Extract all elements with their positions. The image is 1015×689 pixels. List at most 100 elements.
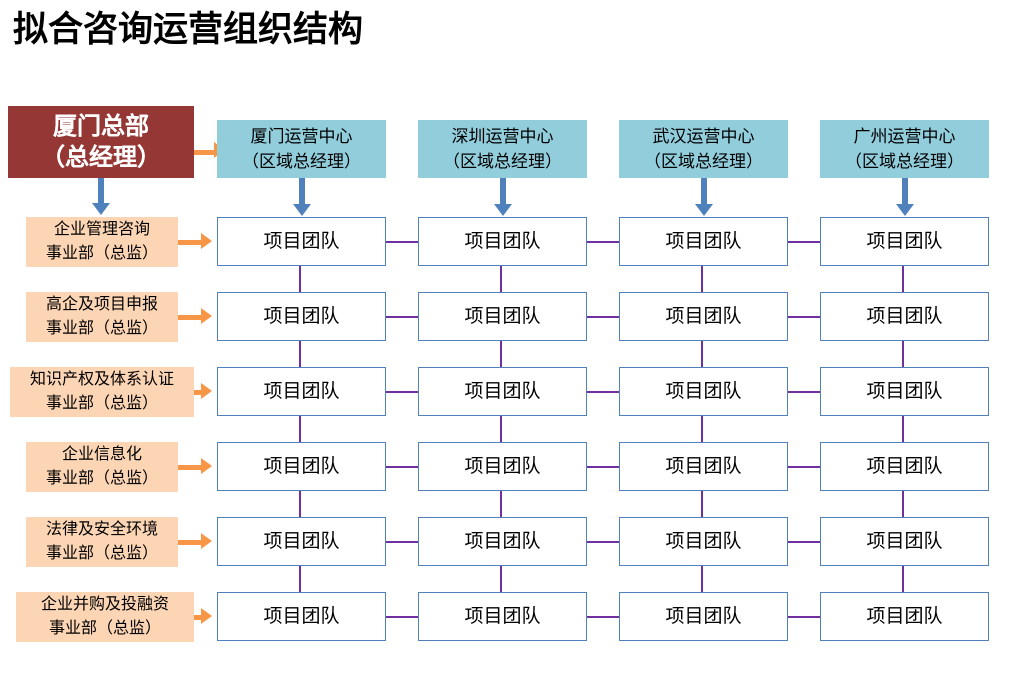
team-vertical-link (500, 266, 502, 292)
department-box-2[interactable]: 高企及项目申报 事业部（总监） (26, 292, 178, 342)
department-line-1: 法律及安全环境 (45, 521, 158, 538)
region-box-guangzhou[interactable]: 广州运营中心 （区域总经理） (820, 120, 989, 178)
team-box[interactable]: 项目团队 (418, 292, 587, 341)
team-horizontal-link (386, 541, 418, 543)
headquarters-line-1: 厦门总部 (53, 113, 149, 140)
team-label: 项目团队 (464, 380, 541, 402)
team-horizontal-link (788, 616, 820, 618)
department-box-1[interactable]: 企业管理咨询 事业部（总监） (26, 217, 178, 267)
team-label: 项目团队 (866, 380, 943, 402)
region-to-team-arrow-shaft (902, 178, 908, 205)
team-horizontal-link (788, 466, 820, 468)
team-vertical-link (701, 491, 703, 517)
department-line-1: 企业信息化 (61, 446, 142, 463)
team-vertical-link (902, 491, 904, 517)
team-box[interactable]: 项目团队 (217, 292, 386, 341)
team-box[interactable]: 项目团队 (619, 367, 788, 416)
team-label: 项目团队 (665, 380, 742, 402)
team-label: 项目团队 (263, 230, 340, 252)
down-arrow-icon (293, 204, 311, 216)
hq-to-region-arrow-shaft (194, 150, 216, 155)
region-box-xiamen[interactable]: 厦门运营中心 （区域总经理） (217, 120, 386, 178)
department-box-3[interactable]: 知识产权及体系认证 事业部（总监） (10, 367, 194, 417)
department-box-5[interactable]: 法律及安全环境 事业部（总监） (26, 517, 178, 567)
team-box[interactable]: 项目团队 (820, 592, 989, 641)
team-box[interactable]: 项目团队 (418, 367, 587, 416)
region-line-2: （区域总经理） (242, 152, 361, 171)
team-box[interactable]: 项目团队 (217, 367, 386, 416)
page-title: 拟合咨询运营组织结构 (13, 10, 364, 49)
region-to-team-arrow-shaft (701, 178, 707, 205)
team-vertical-link (299, 566, 301, 592)
team-horizontal-link (587, 241, 619, 243)
department-line-1: 企业并购及投融资 (40, 596, 169, 613)
hq-to-department-arrow-shaft (98, 178, 104, 204)
team-label: 项目团队 (665, 230, 742, 252)
team-horizontal-link (788, 241, 820, 243)
team-box[interactable]: 项目团队 (418, 592, 587, 641)
team-box[interactable]: 项目团队 (217, 517, 386, 566)
team-label: 项目团队 (464, 230, 541, 252)
team-box[interactable]: 项目团队 (820, 517, 989, 566)
team-box[interactable]: 项目团队 (217, 442, 386, 491)
down-arrow-icon (494, 204, 512, 216)
department-line-1: 高企及项目申报 (45, 296, 158, 313)
headquarters-line-2: （总经理） (41, 144, 161, 171)
team-box[interactable]: 项目团队 (820, 217, 989, 266)
down-arrow-icon (896, 204, 914, 216)
team-label: 项目团队 (866, 605, 943, 627)
team-horizontal-link (587, 391, 619, 393)
team-vertical-link (701, 566, 703, 592)
region-line-2: （区域总经理） (845, 152, 964, 171)
region-line-2: （区域总经理） (644, 152, 763, 171)
team-box[interactable]: 项目团队 (217, 592, 386, 641)
department-to-team-arrow-shaft (178, 240, 203, 245)
team-label: 项目团队 (263, 305, 340, 327)
team-box[interactable]: 项目团队 (418, 517, 587, 566)
team-box[interactable]: 项目团队 (619, 517, 788, 566)
team-horizontal-link (386, 316, 418, 318)
team-label: 项目团队 (263, 380, 340, 402)
department-box-6[interactable]: 企业并购及投融资 事业部（总监） (16, 592, 194, 642)
team-box[interactable]: 项目团队 (418, 217, 587, 266)
team-vertical-link (500, 416, 502, 442)
team-horizontal-link (587, 541, 619, 543)
team-label: 项目团队 (866, 230, 943, 252)
team-box[interactable]: 项目团队 (217, 217, 386, 266)
right-arrow-icon (201, 608, 212, 624)
team-box[interactable]: 项目团队 (619, 217, 788, 266)
down-arrow-icon (92, 203, 110, 215)
department-box-4[interactable]: 企业信息化 事业部（总监） (26, 442, 178, 492)
team-box[interactable]: 项目团队 (619, 592, 788, 641)
team-vertical-link (299, 491, 301, 517)
team-box[interactable]: 项目团队 (619, 442, 788, 491)
team-box[interactable]: 项目团队 (820, 292, 989, 341)
team-horizontal-link (386, 616, 418, 618)
team-horizontal-link (386, 466, 418, 468)
team-box[interactable]: 项目团队 (418, 442, 587, 491)
team-horizontal-link (386, 391, 418, 393)
team-box[interactable]: 项目团队 (820, 367, 989, 416)
department-line-1: 企业管理咨询 (53, 221, 150, 238)
team-label: 项目团队 (866, 530, 943, 552)
region-line-2: （区域总经理） (443, 152, 562, 171)
team-vertical-link (902, 341, 904, 367)
department-to-team-arrow-shaft (194, 615, 203, 620)
right-arrow-icon (201, 533, 212, 549)
region-to-team-arrow-shaft (299, 178, 305, 205)
region-box-wuhan[interactable]: 武汉运营中心 （区域总经理） (619, 120, 788, 178)
team-vertical-link (701, 341, 703, 367)
team-box[interactable]: 项目团队 (619, 292, 788, 341)
right-arrow-icon (201, 233, 212, 249)
department-to-team-arrow-shaft (178, 315, 203, 320)
team-vertical-link (902, 416, 904, 442)
team-box[interactable]: 项目团队 (820, 442, 989, 491)
department-line-2: 事业部（总监） (48, 620, 161, 637)
team-horizontal-link (587, 616, 619, 618)
department-to-team-arrow-shaft (178, 465, 203, 470)
team-label: 项目团队 (665, 530, 742, 552)
region-box-shenzhen[interactable]: 深圳运营中心 （区域总经理） (418, 120, 587, 178)
team-label: 项目团队 (263, 605, 340, 627)
region-line-1: 厦门运营中心 (250, 127, 353, 146)
headquarters-box[interactable]: 厦门总部 （总经理） (8, 106, 194, 178)
